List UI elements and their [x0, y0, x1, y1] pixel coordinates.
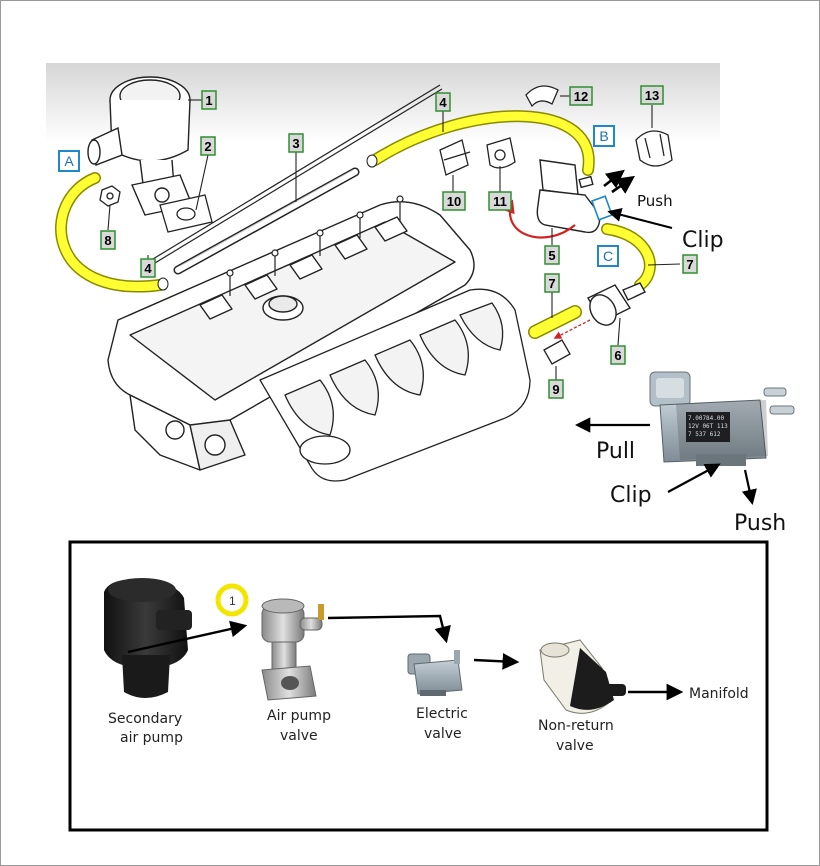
- hose-letter-boxes: A B C: [58, 125, 619, 267]
- clip-label-bottom: Clip: [610, 483, 652, 508]
- air-pump-valve-label-2: valve: [280, 728, 318, 744]
- callout-number-n7b: 7: [686, 257, 693, 272]
- push-label-bottom: Push: [734, 511, 786, 536]
- callout-n13: 13: [640, 85, 664, 105]
- callout-number-n1: 1: [205, 93, 212, 108]
- non-return-valve-photo: [539, 639, 626, 714]
- callout-number-n10: 10: [447, 194, 461, 209]
- callout-number-n12: 12: [574, 89, 588, 104]
- leader-lines: [107, 95, 681, 380]
- callout-n7b: 7: [682, 254, 698, 274]
- hose-c: [601, 223, 656, 291]
- electric-valve-small-photo: [407, 650, 463, 696]
- push-arrows-top: [603, 169, 635, 194]
- callout-n12: 12: [569, 86, 593, 106]
- flow-arrows: [127, 614, 684, 701]
- callout-n2: 2: [200, 136, 216, 156]
- callout-n4b: 4: [140, 258, 156, 278]
- red-direction-arrow: [553, 319, 591, 339]
- callout-number-n3: 3: [292, 136, 299, 151]
- pull-label: Pull: [596, 439, 635, 464]
- engine-cylinder-head: [107, 195, 475, 471]
- hose-letter-text-b: B: [599, 128, 608, 144]
- push-label-top: Push: [637, 192, 673, 210]
- callout-number-n8: 8: [104, 233, 111, 248]
- callout-n4a: 4: [435, 92, 451, 112]
- hose-letter-text-a: A: [64, 153, 74, 169]
- intake-manifold: [259, 288, 531, 482]
- callout-n7a: 7: [544, 273, 560, 293]
- secondary-air-pump-label-1: Secondary: [108, 711, 182, 727]
- clip-11: [486, 137, 516, 169]
- hose-stub-9: [543, 339, 571, 365]
- callout-n6: 6: [610, 345, 626, 365]
- air-pump-valve-label-1: Air pump: [267, 708, 331, 724]
- hose-letter-a: A: [58, 150, 80, 172]
- callout-number-n2: 2: [204, 139, 211, 154]
- callout-number-n11: 11: [493, 194, 507, 209]
- hose-a: [55, 172, 169, 293]
- air-pump-valve-drawing: [87, 76, 193, 216]
- manifold-label: Manifold: [689, 686, 749, 702]
- rotation-arrow: [502, 199, 576, 239]
- callout-n8: 8: [100, 230, 116, 250]
- gasket-2: [159, 194, 213, 233]
- electric-valve-drawing: [536, 159, 614, 234]
- step-marker-label: 1: [229, 594, 236, 608]
- callout-n3: 3: [288, 133, 304, 153]
- electric-valve-photo: 7.00784.00 12V 06T 113 7 537 612: [649, 371, 795, 466]
- non-return-valve-label-2: valve: [556, 738, 594, 754]
- callout-number-n13: 13: [645, 88, 659, 103]
- clip-label-top: Clip: [682, 228, 724, 253]
- push-arrow-bottom: [741, 469, 757, 506]
- non-return-valve-drawing: [587, 282, 646, 326]
- callout-n1: 1: [201, 90, 217, 110]
- secondary-air-pump-photo: [104, 578, 192, 698]
- callout-number-n4b: 4: [144, 261, 152, 276]
- callout-number-n7a: 7: [548, 276, 555, 291]
- electric-valve-label-1: Electric: [416, 706, 468, 722]
- nut-8: [99, 185, 121, 207]
- hose-letter-b: B: [593, 125, 615, 147]
- hose-letter-c: C: [597, 245, 619, 267]
- secondary-air-pump-label-2: air pump: [120, 730, 183, 746]
- valve-photo-text-2: 12V 06T 113: [688, 423, 728, 430]
- hose-b: [366, 110, 595, 176]
- callout-number-n5: 5: [548, 248, 555, 263]
- callout-n11: 11: [488, 191, 512, 211]
- clip-10: [439, 139, 471, 176]
- air-pump-valve-photo: [261, 598, 324, 701]
- callout-number-n4a: 4: [439, 95, 447, 110]
- callout-n10: 10: [442, 191, 466, 211]
- electric-valve-label-2: valve: [424, 726, 462, 742]
- clip-arrow-bottom: [667, 463, 721, 493]
- clip-arrow-top: [607, 208, 673, 229]
- valve-photo-text-3: 7 537 612: [688, 431, 721, 438]
- hose-7-short: [528, 305, 582, 339]
- non-return-valve-label-1: Non-return: [538, 718, 614, 734]
- step-marker: 1: [215, 583, 249, 617]
- callout-number-n9: 9: [552, 382, 559, 397]
- clip-13: [635, 130, 673, 167]
- callout-number-n6: 6: [614, 348, 621, 363]
- hose-tube-4: [173, 167, 360, 275]
- clip-12: [525, 85, 559, 108]
- callout-n5: 5: [544, 245, 560, 265]
- callout-n9: 9: [548, 379, 564, 399]
- valve-photo-text-1: 7.00784.00: [688, 415, 725, 422]
- hose-letter-text-c: C: [603, 248, 613, 264]
